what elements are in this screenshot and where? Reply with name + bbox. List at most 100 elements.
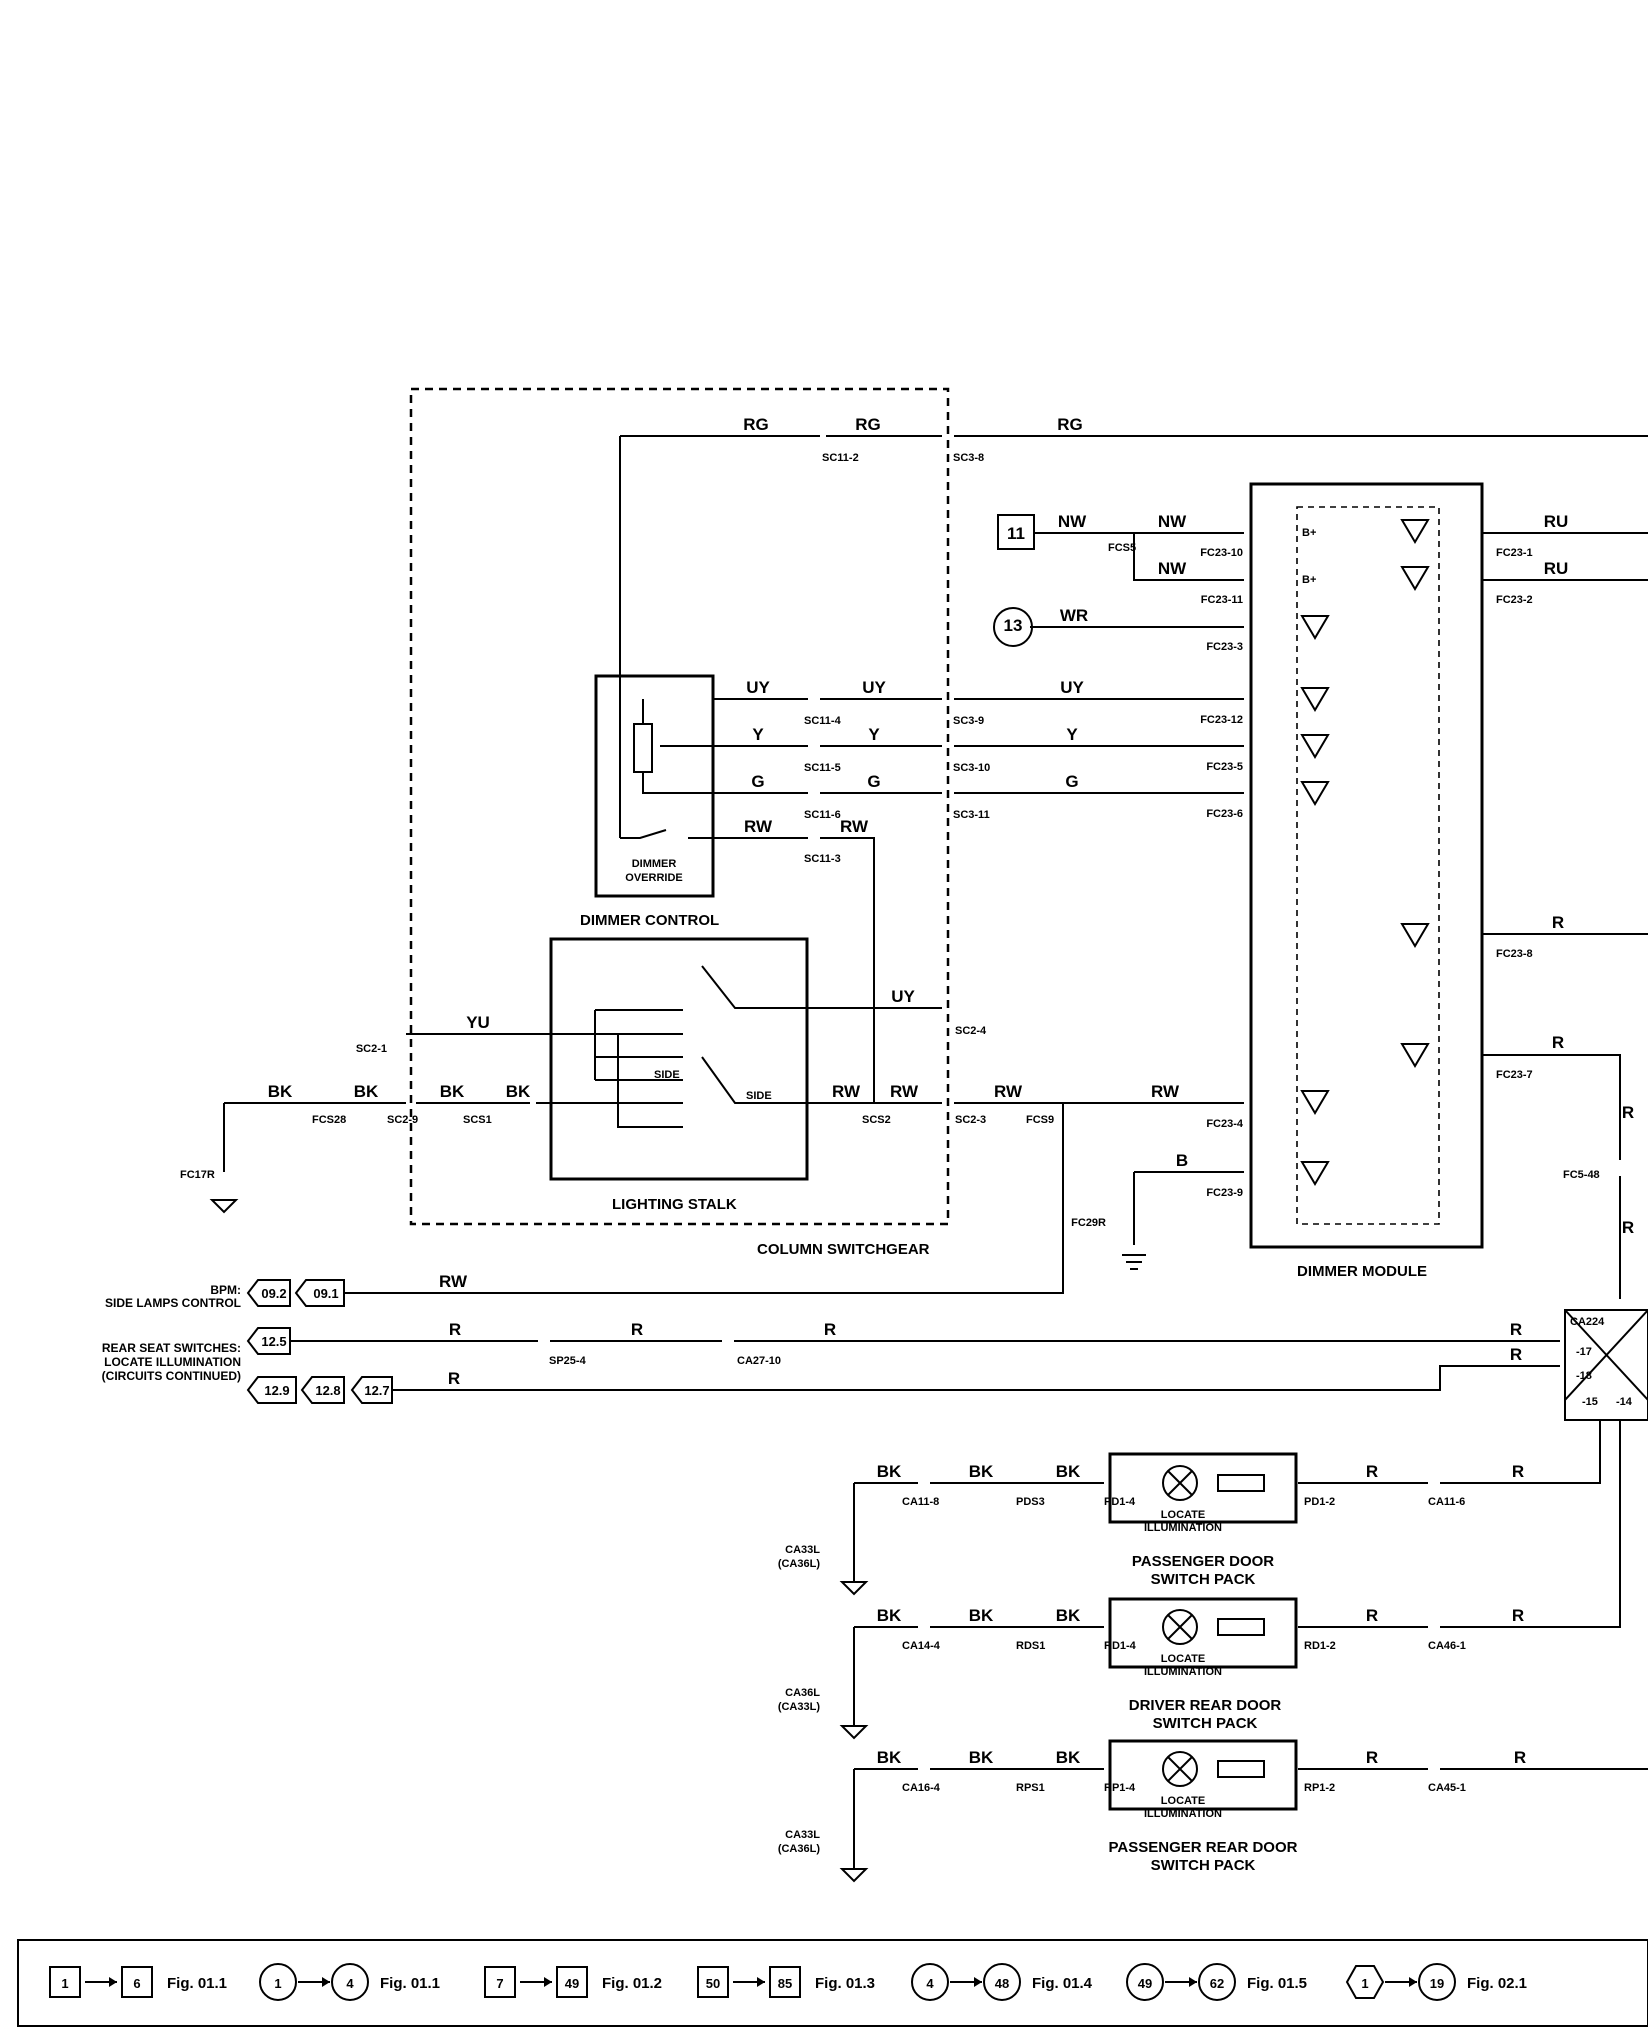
legend-fig: Fig. 01.5 — [1247, 1975, 1307, 1992]
lighting-stalk-box — [549, 937, 809, 1181]
connector-label: PD1-4 — [1104, 1496, 1136, 1508]
connector-label: FC5-48 — [1563, 1169, 1600, 1181]
wire-color-label: RW — [1151, 1082, 1180, 1101]
wire-color-label: R — [1366, 1748, 1378, 1767]
legend-value: 85 — [778, 1976, 792, 1991]
reference-box-11 — [997, 514, 1035, 550]
connector-label: CA27-10 — [737, 1355, 781, 1367]
wire-color-label: BK — [506, 1082, 531, 1101]
wire-color-label: Y — [1066, 725, 1078, 744]
dimmer-control-box — [594, 674, 715, 898]
wire-color-label: BK — [969, 1462, 994, 1481]
dimmer-module-box — [1249, 482, 1484, 1249]
passenger-door-label: SWITCH PACK — [1151, 1571, 1256, 1588]
arrow-ref: 12.5 — [261, 1334, 286, 1349]
wire-color-label: UY — [862, 678, 886, 697]
wire-color-label: UY — [746, 678, 770, 697]
legend-arrow-head — [322, 1977, 330, 1987]
legend-box — [556, 1966, 588, 1998]
column-switchgear-boundary — [409, 387, 950, 1226]
connector-label: SC3-11 — [953, 809, 990, 821]
legend-circle — [1418, 1963, 1456, 2001]
connector-label: CA46-1 — [1428, 1640, 1466, 1652]
connector-label: SC11-4 — [804, 715, 842, 727]
connector-label: FC23-5 — [1206, 761, 1243, 773]
wire-color-label: RG — [855, 415, 881, 434]
legend-fig: Fig. 01.1 — [380, 1975, 440, 1992]
wire-color-label: RW — [744, 817, 773, 836]
legend-fig: Fig. 01.3 — [815, 1975, 875, 1992]
wire-color-label: R — [1622, 1218, 1634, 1237]
wire-color-label: R — [1552, 913, 1564, 932]
reference-13: 13 — [1004, 616, 1023, 635]
wire-color-label: YU — [466, 1013, 490, 1032]
dimmer-potentiometer — [633, 723, 653, 773]
connector-label: SC11-5 — [804, 762, 841, 774]
connector-label: CA33L — [785, 1829, 820, 1841]
connector-label: FC29R — [1071, 1217, 1106, 1229]
legend-value: 19 — [1430, 1976, 1444, 1991]
legend-circle — [331, 1963, 369, 2001]
locate-illumination-label: ILLUMINATION — [1144, 1666, 1222, 1678]
arrow-refs — [246, 1279, 393, 1404]
b-plus-label: B+ — [1302, 527, 1316, 539]
wire-color-label: R — [1514, 1748, 1526, 1767]
wire-color-label: RW — [439, 1272, 468, 1291]
wire-color-label: R — [1510, 1320, 1522, 1339]
legend-fig: Fig. 02.1 — [1467, 1975, 1527, 1992]
connector-label: FC23-10 — [1200, 547, 1243, 559]
wire-color-label: G — [751, 772, 764, 791]
arrow-ref: 12.7 — [364, 1383, 389, 1398]
connector-label: RPS1 — [1016, 1782, 1045, 1794]
wire-color-label: RW — [832, 1082, 861, 1101]
legend-fig: Fig. 01.2 — [602, 1975, 662, 1992]
connector-label: PD1-2 — [1304, 1496, 1335, 1508]
wire-color-label: B — [1176, 1151, 1188, 1170]
arrow-ref: 12.8 — [315, 1383, 340, 1398]
wire-color-label: BK — [268, 1082, 293, 1101]
connector-label: FC23-7 — [1496, 1069, 1533, 1081]
connector-label: CA16-4 — [902, 1782, 941, 1794]
wire-lines — [209, 435, 1648, 1883]
side-label: SIDE — [746, 1090, 772, 1102]
legend-value: 1 — [61, 1976, 68, 1991]
locate-illumination-label: LOCATE — [1161, 1795, 1205, 1807]
arrow-ref: 09.1 — [313, 1286, 338, 1301]
legend-circle — [911, 1963, 949, 2001]
wire-color-label: R — [1622, 1103, 1634, 1122]
connector-label: CA33L — [785, 1544, 820, 1556]
connector-label: FC23-2 — [1496, 594, 1533, 606]
connector-label: RP1-4 — [1104, 1782, 1136, 1794]
passenger-door-label: PASSENGER DOOR — [1132, 1553, 1274, 1570]
wire-color-label: R — [448, 1369, 460, 1388]
wire-color-label: G — [1065, 772, 1078, 791]
dimmer-module-label: DIMMER MODULE — [1297, 1263, 1427, 1280]
connector-label: SC11-2 — [822, 452, 859, 464]
connector-label: SC3-10 — [953, 762, 990, 774]
connector-label: SC3-9 — [953, 715, 984, 727]
wire-color-label: NW — [1158, 512, 1187, 531]
legend-value: 48 — [995, 1976, 1009, 1991]
wire-color-label: WR — [1060, 606, 1088, 625]
connector-label: FCS5 — [1108, 542, 1136, 554]
connector-label: SC2-1 — [356, 1043, 387, 1055]
legend-value: 7 — [496, 1976, 503, 1991]
wire-color-label: BK — [969, 1606, 994, 1625]
lighting-stalk-label: LIGHTING STALK — [612, 1196, 737, 1213]
legend-fig: Fig. 01.1 — [167, 1975, 227, 1992]
wire-color-label: RU — [1544, 559, 1569, 578]
wire-color-label: R — [1366, 1462, 1378, 1481]
legend-arrow-head — [1409, 1977, 1417, 1987]
wire-color-label: R — [1366, 1606, 1378, 1625]
legend-value: 1 — [274, 1976, 281, 1991]
connector-label: SC3-8 — [953, 452, 984, 464]
wire-color-label: R — [1512, 1606, 1524, 1625]
legend-fig: Fig. 01.4 — [1032, 1975, 1093, 1992]
legend-value: 50 — [706, 1976, 720, 1991]
connector-label: (CA36L) — [778, 1558, 821, 1570]
locate-illumination-label: ILLUMINATION — [1144, 1808, 1222, 1820]
wire-color-label: UY — [891, 987, 915, 1006]
connector-label: -18 — [1576, 1370, 1592, 1382]
wire-color-label: UY — [1060, 678, 1084, 697]
